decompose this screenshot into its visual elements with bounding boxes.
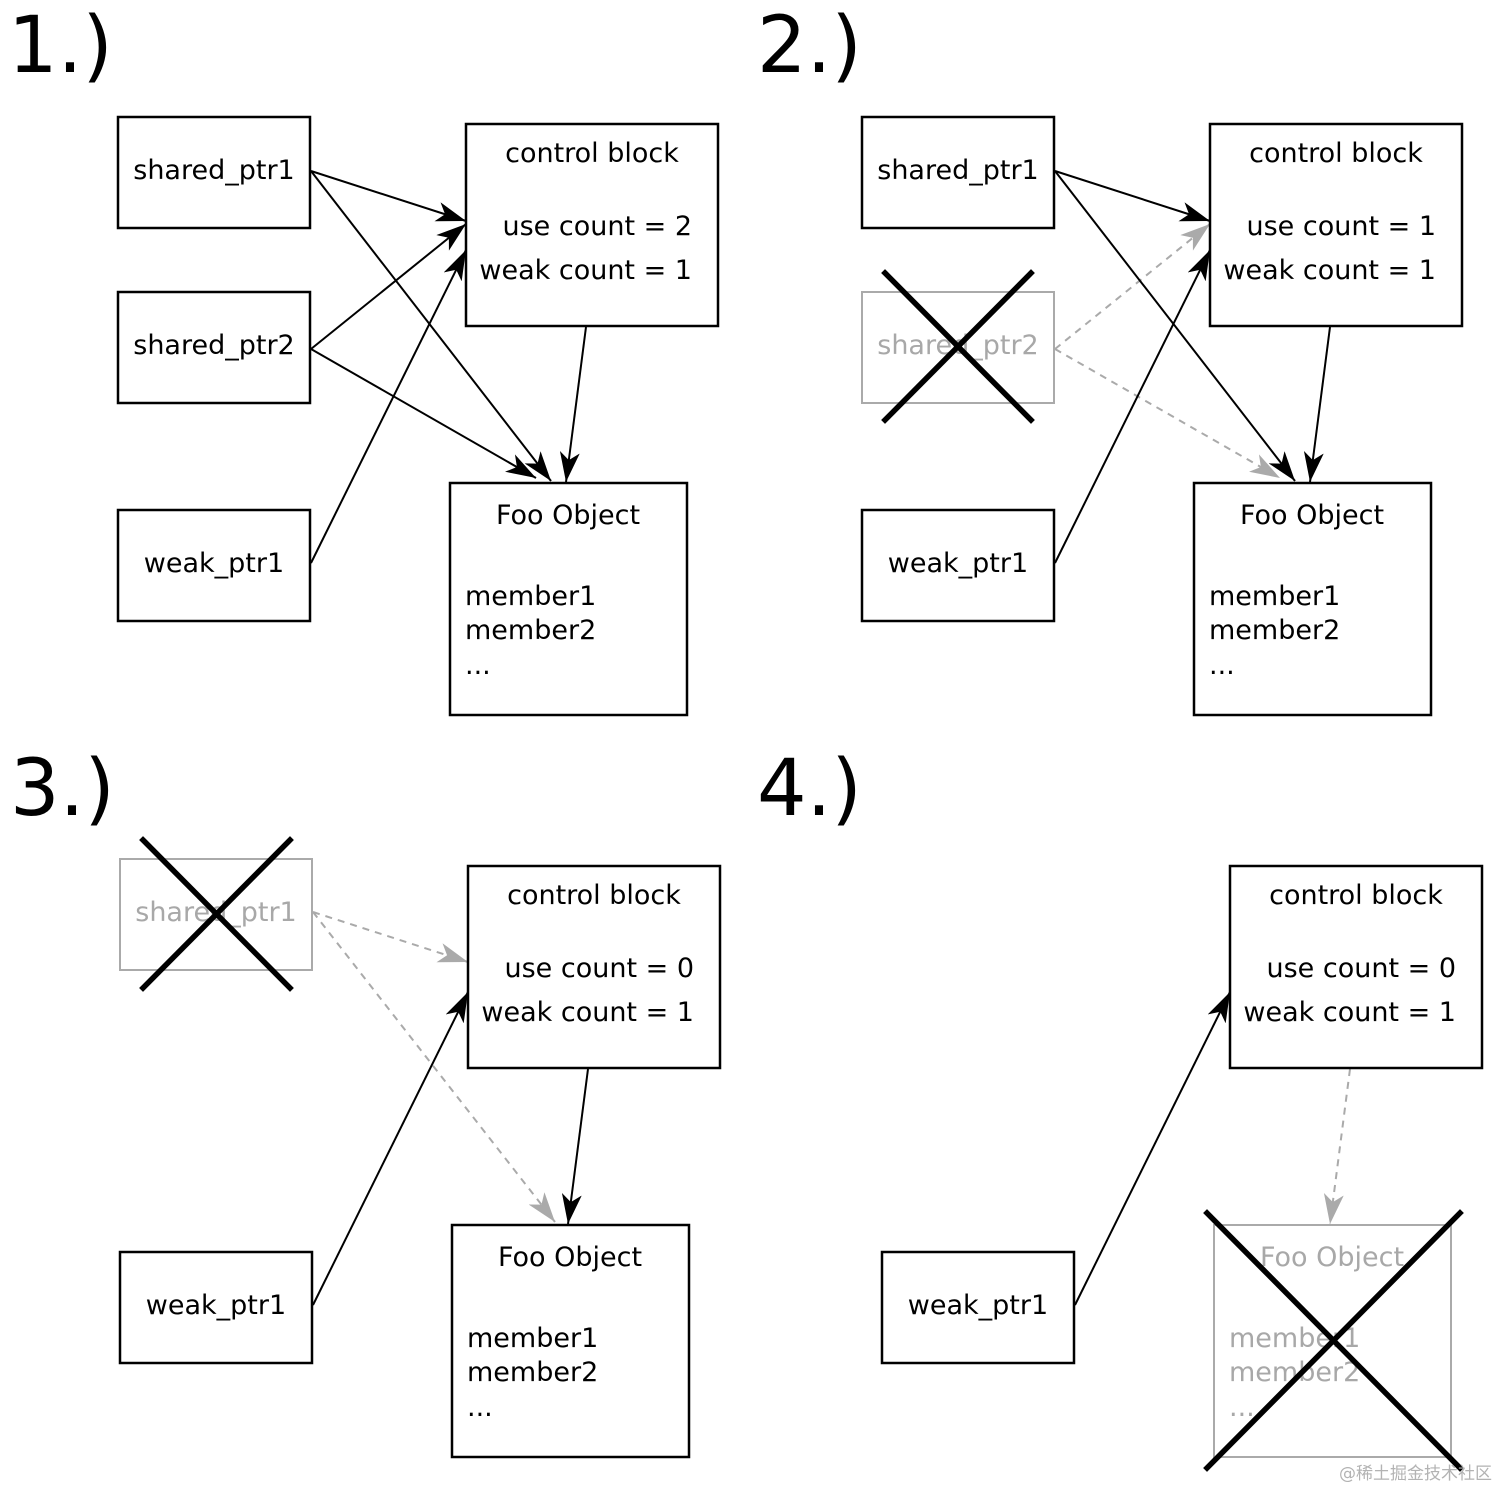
box-label: weak_ptr1 xyxy=(908,1290,1048,1321)
shared_ptr1-box: shared_ptr1 xyxy=(116,115,312,230)
watermark: @稀土掘金技术社区 xyxy=(1339,1464,1492,1484)
arrow-control-block-to-foo-object xyxy=(1303,326,1331,483)
member2: member2 xyxy=(467,1357,598,1388)
arrow-weak_ptr1-to-control-block xyxy=(312,991,469,1306)
x-cross-icon xyxy=(881,269,1035,424)
x-cross-icon xyxy=(139,836,294,992)
arrow-shared_ptr1-to-control-block xyxy=(1054,170,1211,222)
use-count: use count = 1 xyxy=(1246,211,1436,242)
control-block-box: control block use count = 0 weak count =… xyxy=(1228,864,1484,1070)
foo-object-box: Foo Object member1 member2 ... xyxy=(1192,481,1433,717)
control-block-title: control block xyxy=(1269,880,1443,911)
panel-1: 1.) shared_ptr1 shared_ptr2 weak_ptr1 co… xyxy=(8,1,720,717)
arrow-weak_ptr1-to-control-block xyxy=(310,249,467,564)
weak_ptr1-box: weak_ptr1 xyxy=(860,508,1056,623)
foo-object-box: Foo Object member1 member2 ... xyxy=(448,481,689,717)
shared_ptr2-box: shared_ptr2 xyxy=(116,290,312,405)
ellipsis: ... xyxy=(467,1392,493,1423)
weak_ptr1-box: weak_ptr1 xyxy=(116,508,312,623)
control-block-box: control block use count = 2 weak count =… xyxy=(464,122,720,328)
foo-object-title: Foo Object xyxy=(496,500,640,531)
foo-object-box: Foo Object member1 member2 ... xyxy=(450,1223,691,1459)
arrow-control-block-to-foo-object xyxy=(561,1068,589,1225)
foo-object-box-removed: Foo Object member1 member2 ... xyxy=(1203,1209,1464,1472)
panel-2: 2.) shared_ptr1 shared_ptr2 weak_ptr1 xyxy=(757,1,1464,717)
panel-3: 3.) shared_ptr1 weak_ptr1 control block … xyxy=(10,744,722,1459)
step-label: 3.) xyxy=(10,744,115,834)
arrow-shared_ptr1-to-control-block xyxy=(310,170,467,222)
control-block-title: control block xyxy=(507,880,681,911)
use-count: use count = 0 xyxy=(1266,953,1456,984)
box-label: weak_ptr1 xyxy=(144,548,284,579)
control-block-title: control block xyxy=(505,138,679,169)
weak_ptr1-box: weak_ptr1 xyxy=(118,1250,314,1365)
box-label: weak_ptr1 xyxy=(146,1290,286,1321)
step-label: 2.) xyxy=(757,1,862,91)
box-label: shared_ptr1 xyxy=(877,155,1039,186)
foo-object-title: Foo Object xyxy=(1240,500,1384,531)
arrows xyxy=(310,170,587,564)
arrow-weak_ptr1-to-control-block xyxy=(1074,991,1231,1306)
shared_ptr2-box-removed: shared_ptr2 xyxy=(861,269,1055,424)
arrow-shared_ptr2-to-control-block xyxy=(310,223,467,350)
member1: member1 xyxy=(465,581,596,612)
weak-count: weak count = 1 xyxy=(1243,997,1456,1028)
foo-object-title: Foo Object xyxy=(1260,1242,1404,1273)
arrows xyxy=(312,911,589,1306)
shared_ptr1-box-removed: shared_ptr1 xyxy=(119,836,313,992)
shared_ptr1-box: shared_ptr1 xyxy=(860,115,1056,230)
arrow-shared_ptr2-to-foo-object xyxy=(310,348,537,479)
ellipsis: ... xyxy=(1209,650,1235,681)
box-label: shared_ptr1 xyxy=(133,155,295,186)
arrow-control-block-to-foo-object xyxy=(559,326,587,483)
arrow-shared_ptr1-to-foo-object-removed xyxy=(312,911,556,1223)
arrow-shared_ptr1-to-foo-object xyxy=(1054,170,1296,482)
arrow-shared_ptr1-to-control-block-removed xyxy=(312,911,469,963)
arrows xyxy=(1074,991,1351,1306)
foo-object-title: Foo Object xyxy=(498,1242,642,1273)
step-label: 1.) xyxy=(8,1,113,91)
use-count: use count = 2 xyxy=(502,211,692,242)
ellipsis: ... xyxy=(465,650,491,681)
arrow-weak_ptr1-to-control-block xyxy=(1054,249,1211,564)
weak_ptr1-box: weak_ptr1 xyxy=(880,1250,1076,1365)
arrow-shared_ptr1-to-foo-object xyxy=(310,170,552,482)
weak-count: weak count = 1 xyxy=(479,255,692,286)
x-cross-icon xyxy=(1203,1209,1464,1472)
member2: member2 xyxy=(1209,615,1340,646)
control-block-box: control block use count = 0 weak count =… xyxy=(466,864,722,1070)
box-label: weak_ptr1 xyxy=(888,548,1028,579)
weak-count: weak count = 1 xyxy=(481,997,694,1028)
member1: member1 xyxy=(1209,581,1340,612)
arrow-shared_ptr2-to-control-block-removed xyxy=(1054,223,1211,350)
box-label: shared_ptr2 xyxy=(133,330,295,361)
arrow-control-block-to-foo-object-removed xyxy=(1323,1068,1351,1225)
control-block-box: control block use count = 1 weak count =… xyxy=(1208,122,1464,328)
member1: member1 xyxy=(467,1323,598,1354)
arrows xyxy=(1054,170,1331,564)
weak-count: weak count = 1 xyxy=(1223,255,1436,286)
ellipsis: ... xyxy=(1229,1392,1255,1423)
control-block-title: control block xyxy=(1249,138,1423,169)
member2: member2 xyxy=(465,615,596,646)
use-count: use count = 0 xyxy=(504,953,694,984)
arrow-shared_ptr2-to-foo-object-removed xyxy=(1054,348,1281,479)
panel-4: 4.) weak_ptr1 control block use count = … xyxy=(757,744,1484,1472)
step-label: 4.) xyxy=(757,744,862,834)
